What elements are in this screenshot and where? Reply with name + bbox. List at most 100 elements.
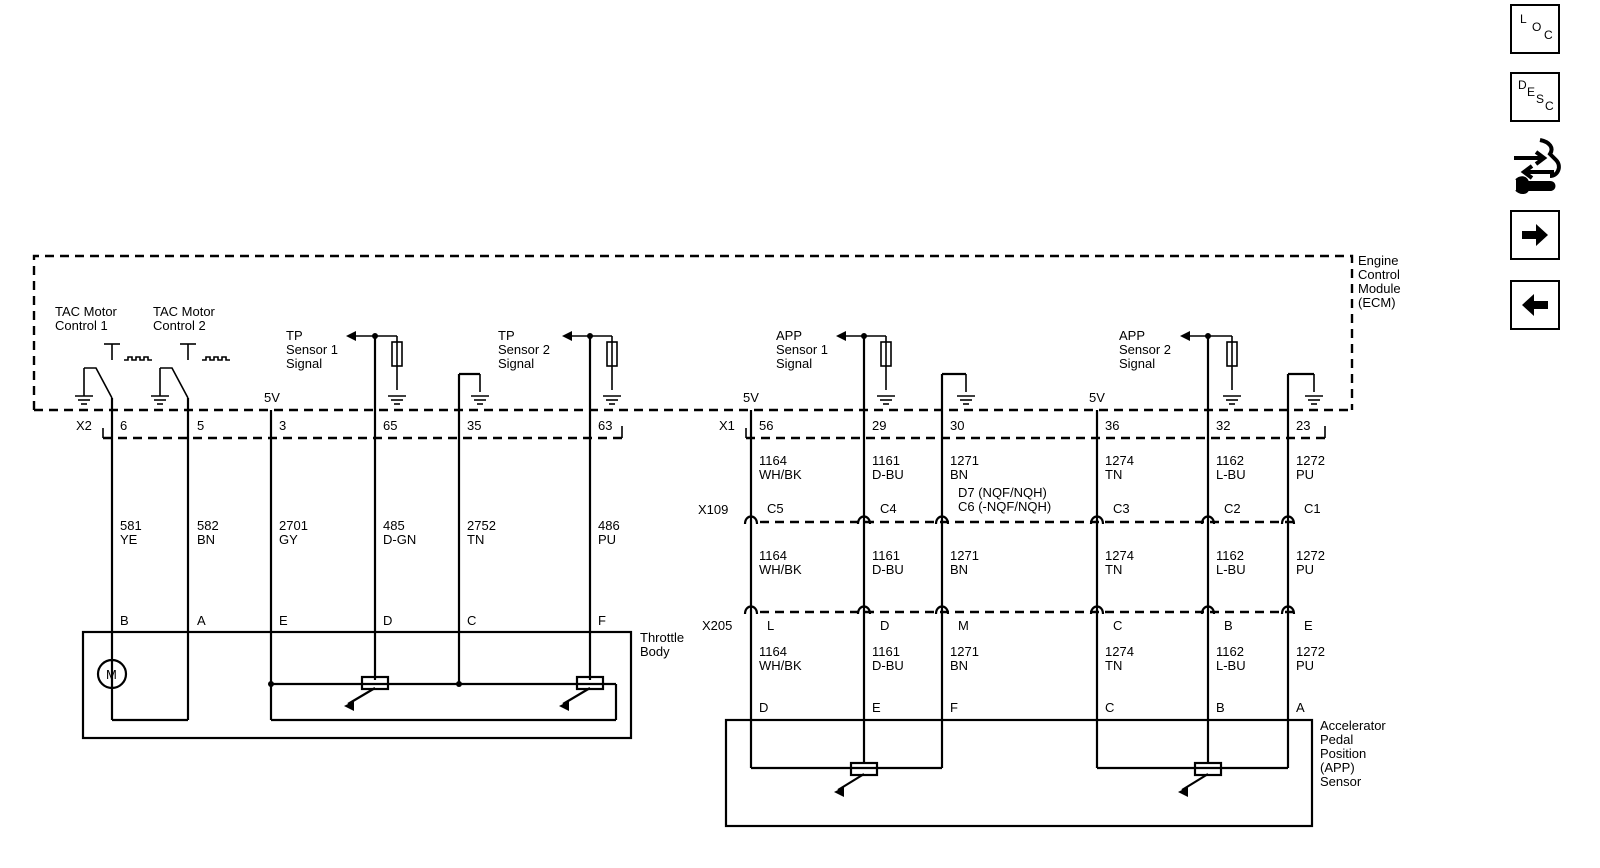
tp2-wiper-arrow: [559, 701, 569, 711]
connector-x2-label: X2: [76, 418, 92, 433]
resistor-icon: [606, 341, 618, 367]
desc-letter-e: E: [1527, 85, 1536, 99]
x205-pin-label: M: [958, 618, 969, 633]
supply-5v-label: 5V: [264, 390, 280, 405]
tp1-wiper: [347, 687, 376, 705]
x205-pin-label: B: [1224, 618, 1233, 633]
x2-pin-label: 6: [120, 418, 127, 433]
throttle-body-pin-label: B: [120, 613, 129, 628]
x205-pin-label: C: [1113, 618, 1122, 633]
x2-pin-label: 63: [598, 418, 612, 433]
signal-arrow-icon: [562, 331, 572, 341]
tp2-wiper: [562, 687, 591, 705]
app-sensor-pin-label: E: [872, 700, 881, 715]
x1-pin-label: 30: [950, 418, 964, 433]
pwm-icon: [202, 356, 230, 361]
resistor-icon: [880, 341, 892, 367]
throttle-body-pin-label: C: [467, 613, 476, 628]
x109-pin-label: D7 (NQF/NQH)C6 (-NQF/NQH): [958, 485, 1051, 514]
x109-pin-label: C4: [880, 501, 897, 516]
loc-letter-c: C: [1544, 28, 1553, 42]
supply-5v-label: 5V: [1089, 390, 1105, 405]
x109-pin-label: C3: [1113, 501, 1130, 516]
component-description-button[interactable]: D E S C: [1510, 72, 1560, 122]
x1-pin-label: 23: [1296, 418, 1310, 433]
x109-pin-label: C5: [767, 501, 784, 516]
motor-label: M: [106, 667, 117, 682]
resistor-icon: [391, 341, 403, 367]
desc-letter-s: S: [1536, 92, 1545, 106]
motor-icon: [96, 658, 128, 690]
app2-wiper-arrow: [1178, 787, 1188, 797]
throttle-body-box: [81, 630, 633, 740]
throttle-body-pin-label: F: [598, 613, 606, 628]
app-sensor-pin-label: A: [1296, 700, 1305, 715]
x109-pin-label: C1: [1304, 501, 1321, 516]
x2-pin-label: 3: [279, 418, 286, 433]
x1-pin-label: 29: [872, 418, 886, 433]
signal-arrow-icon: [346, 331, 356, 341]
previous-page-button[interactable]: [1510, 280, 1560, 330]
x2-pin-label: 5: [197, 418, 204, 433]
app-sensor-pin-label: F: [950, 700, 958, 715]
signal-arrow-icon: [1180, 331, 1190, 341]
connector-end-view-button[interactable]: [1510, 136, 1561, 194]
tp1-wiper-arrow: [344, 701, 354, 711]
loc-letter-o: O: [1532, 20, 1542, 34]
throttle-body-pin-label: A: [197, 613, 206, 628]
x1-pin-label: 56: [759, 418, 773, 433]
x1-pin-label: 32: [1216, 418, 1230, 433]
tac2-switch: [160, 367, 189, 399]
x2-pin-label: 35: [467, 418, 481, 433]
next-page-button[interactable]: [1510, 210, 1560, 260]
loc-letter-l: L: [1520, 12, 1527, 26]
connector-x1-label: X1: [719, 418, 735, 433]
arrow-right-icon: [1522, 224, 1548, 246]
app2-wiper: [1181, 773, 1209, 791]
throttle-body-pin-label: D: [383, 613, 392, 628]
throttle-body-pin-label: E: [279, 613, 288, 628]
x205-pin-label: E: [1304, 618, 1313, 633]
ecm-boundary: [32, 254, 1354, 410]
connector-x205-label: X205: [702, 618, 732, 633]
x109-pin-label: C2: [1224, 501, 1241, 516]
desc-letter-c: C: [1545, 99, 1554, 113]
app1-wiper: [837, 773, 865, 791]
app-sensor-pin-label: B: [1216, 700, 1225, 715]
connector-x109-label: X109: [698, 502, 728, 517]
component-locator-button[interactable]: L O C: [1510, 4, 1560, 54]
supply-5v-label: 5V: [743, 390, 759, 405]
resistor-icon: [1226, 341, 1238, 367]
x2-pin-label: 65: [383, 418, 397, 433]
app1-wiper-arrow: [834, 787, 844, 797]
tac1-switch: [84, 367, 113, 399]
